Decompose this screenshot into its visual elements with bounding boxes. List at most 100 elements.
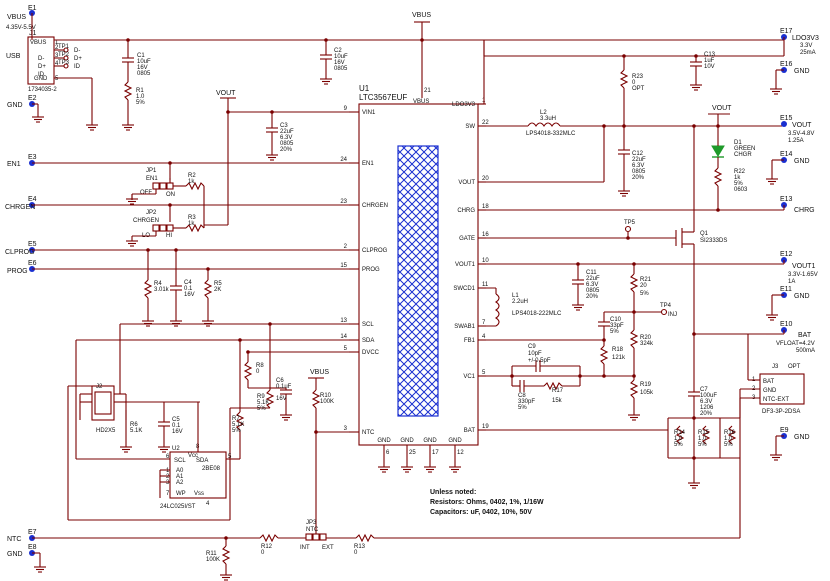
usb-pin-label: GND: [34, 76, 48, 82]
port-note: 3.3V: [800, 43, 812, 49]
comp-ref: R2: [188, 173, 196, 179]
battery-connector-j3: J3 OPT BAT GND NTC-EXT 1 2 3 DF3-3P-2DSA…: [739, 334, 810, 461]
u1-pin-number: 25: [409, 450, 416, 456]
usb-pin-label: ID: [38, 72, 45, 78]
test-point-icon[interactable]: [660, 308, 668, 316]
jumper-pin-icon[interactable]: [166, 182, 174, 190]
port-ref: E8: [28, 544, 37, 551]
port-ref: E11: [780, 286, 792, 293]
jumper-pin-icon[interactable]: [152, 224, 160, 232]
port-name: LDO3V3: [792, 35, 819, 42]
notes-line: Resistors: Ohms, 0402, 1%, 1/16W: [430, 499, 544, 506]
test-point-icon[interactable]: [63, 47, 69, 53]
comp-value: 121k: [612, 355, 626, 361]
notes-line: Capacitors: uF, 0402, 10%, 50V: [430, 509, 532, 516]
comp-value: EXT: [322, 545, 334, 551]
test-point-icon[interactable]: [624, 225, 632, 233]
comp-value: 100K: [206, 557, 220, 563]
r4-c4-r5: R4 3.01k C4 0.1 16V R5 2K: [141, 250, 222, 327]
i2c-section: R8 0 J2 HD2X5 R6 5.1K C5 0.1: [67, 322, 349, 521]
comp-ref: R17: [552, 388, 564, 394]
comp-value: 22uF: [632, 157, 646, 163]
usb-pin-label: VBUS: [30, 40, 46, 46]
notes: Unless noted: Resistors: Ohms, 0402, 1%,…: [430, 489, 544, 516]
port-ref: E1: [28, 5, 37, 12]
comp-value: CHRGEN: [133, 218, 159, 224]
jumper-pin-icon[interactable]: [312, 533, 320, 541]
usb-pin-num: 1: [55, 40, 59, 46]
ntc-section: VBUS R10 100K E7 NTC R12 0 JP3 NTC INT E…: [7, 369, 741, 581]
led-icon: [711, 145, 725, 157]
u1-left-pins: 9VIN124EN123CHRGEN2CLPROG15PROG13SCL14SD…: [340, 106, 388, 436]
u2-pin-num: 5: [228, 454, 232, 460]
port-ref: E17: [780, 28, 793, 35]
comp-ref: C7: [700, 387, 708, 393]
comp-value: NTC: [306, 527, 319, 533]
port-name: EN1: [7, 161, 21, 168]
port-ref: E7: [28, 529, 37, 536]
comp-ref: R11: [206, 551, 217, 557]
u1-pin-name: FB1: [464, 338, 476, 344]
vbus-rail: E1 VBUS 4.35V-5.5V VBUS 21: [6, 5, 784, 98]
port-note: 25mA: [800, 50, 816, 56]
comp-value: 1k: [188, 221, 195, 227]
comp-value: 22uF: [280, 129, 294, 135]
jumper-pin-icon[interactable]: [152, 182, 160, 190]
comp-ref: R3: [188, 215, 196, 221]
u1-pin-number: 11: [482, 282, 489, 288]
comp-ref: R21: [640, 277, 652, 283]
comp-ref: U2: [172, 446, 180, 452]
u2-pin: SCL: [174, 458, 186, 464]
test-point-icon[interactable]: [63, 55, 69, 61]
jumper-pin-icon[interactable]: [159, 182, 167, 190]
port-name: CHRGEN: [5, 204, 35, 211]
comp-ref: JP2: [146, 210, 157, 216]
usb-ref: J1: [29, 30, 37, 37]
port-name: CLPROG: [5, 249, 35, 256]
u1-pin-name: SWAB1: [454, 324, 475, 330]
vout-net-left: VOUT C3 22uF 6.3V 0805 20%: [204, 90, 349, 226]
comp-ref: D1: [734, 140, 742, 146]
u2-pin: WP: [176, 491, 186, 497]
test-point-icon[interactable]: [63, 63, 69, 69]
u1-pin-number: 23: [340, 199, 347, 205]
comp-ref: C9: [528, 344, 536, 350]
charge-led: VOUT D1 GREEN CHGR R22 1k 5% 0603 E13 CH…: [478, 105, 815, 214]
comp-ref: C1: [137, 53, 145, 59]
comp-ref: R19: [640, 382, 652, 388]
u1-pin-number: 4: [482, 334, 486, 340]
usb-pin-num: 3: [55, 53, 59, 59]
comp-value: 1k: [734, 175, 741, 181]
tp-label: D+: [74, 56, 82, 62]
comp-value: INJ: [668, 312, 677, 318]
comp-ref: TP5: [624, 220, 636, 226]
comp-value: 5%: [724, 442, 733, 448]
u1-pin-number: 6: [386, 450, 390, 456]
jumper-pin-icon[interactable]: [166, 224, 174, 232]
comp-value: OPT: [632, 86, 645, 92]
comp-ref: J3: [772, 364, 779, 370]
comp-value: 105k: [640, 390, 654, 396]
comp-value: 20%: [632, 175, 645, 181]
u1-pin-number: 20: [482, 176, 489, 182]
u1-chip: U1 LTC3567EUF VBUS: [358, 84, 479, 446]
u1-pin-number: 10: [482, 258, 489, 264]
pin-number: 21: [424, 88, 431, 94]
u1-pin-name: SCL: [362, 322, 374, 328]
u1-pin-number: 5: [482, 370, 486, 376]
comp-value: +/-0.5pF: [528, 358, 551, 364]
comp-value: 10uF: [334, 54, 348, 60]
jumper-pin-icon[interactable]: [159, 224, 167, 232]
comp-value: 10uF: [137, 59, 151, 65]
jumper-pin-icon[interactable]: [305, 533, 313, 541]
comp-value: 16V: [172, 429, 183, 435]
u2-mark: 2BE08: [202, 466, 221, 472]
u2-pin: A2: [176, 480, 184, 486]
comp-value: 5.1K: [257, 400, 269, 406]
u1-pin-number: 13: [340, 318, 347, 324]
comp-value: 5%: [610, 329, 619, 335]
comp-ref: R20: [640, 335, 652, 341]
jumper-pin-icon[interactable]: [319, 533, 327, 541]
comp-value: 6.3V: [700, 399, 712, 405]
c1-r1: C1 10uF 16V 0805 R1 1.0 5%: [121, 40, 151, 131]
